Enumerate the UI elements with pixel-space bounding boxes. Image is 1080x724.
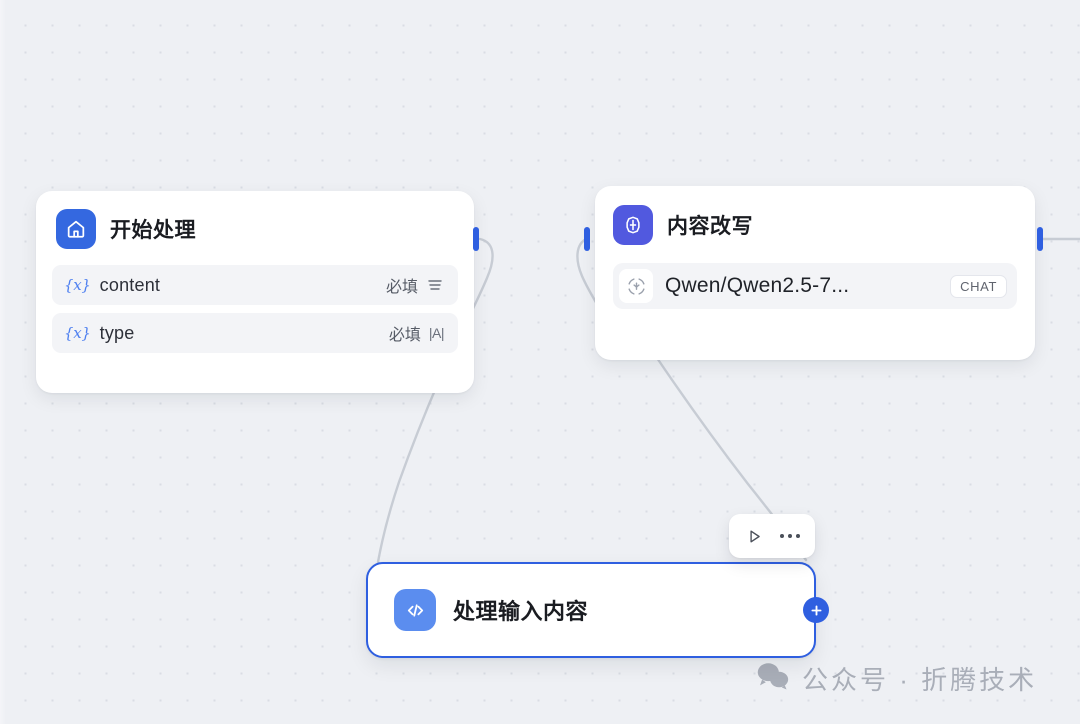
code-icon <box>394 589 436 631</box>
node-llm-title: 内容改写 <box>667 215 753 238</box>
watermark-text: 公众号 · 折腾技术 <box>802 665 1038 695</box>
ellipsis-icon <box>779 533 801 539</box>
variable-meta: 必填 <box>386 273 444 297</box>
add-node-button[interactable] <box>803 597 829 623</box>
node-start[interactable]: 开始处理 {x} content 必填 { <box>36 191 474 393</box>
run-node-button[interactable] <box>739 521 769 551</box>
node-start-title: 开始处理 <box>110 219 196 242</box>
variable-row-content[interactable]: {x} content 必填 <box>52 265 458 305</box>
variable-required-label: 必填 <box>385 279 418 296</box>
home-icon <box>56 209 96 249</box>
text-icon: |A| <box>428 325 445 341</box>
model-type-badge: CHAT <box>950 274 1007 298</box>
port-llm-output[interactable] <box>1037 227 1043 251</box>
wechat-icon <box>757 662 789 695</box>
more-options-button[interactable] <box>775 521 805 551</box>
llm-brain-icon <box>613 205 653 245</box>
port-start-output[interactable] <box>473 227 479 251</box>
paragraph-icon <box>426 276 444 294</box>
node-start-header: 开始处理 <box>52 209 458 249</box>
model-provider-icon <box>619 269 653 303</box>
variable-row-type[interactable]: {x} type 必填 |A| <box>52 313 458 353</box>
variable-x-icon: {x} <box>64 324 91 342</box>
node-toolbar[interactable] <box>729 514 815 558</box>
node-llm[interactable]: 内容改写 Qwen/Qwen2.5-7... CHAT <box>595 186 1035 360</box>
watermark: 公众号 · 折腾技术 <box>757 660 1037 697</box>
node-code-title: 处理输入内容 <box>453 599 589 624</box>
node-code[interactable]: 处理输入内容 <box>366 562 829 658</box>
node-llm-header: 内容改写 <box>613 205 1017 245</box>
variable-x-icon: {x} <box>64 276 91 294</box>
variable-required-label: 必填 <box>388 327 421 344</box>
variable-name: content <box>99 274 161 295</box>
variable-name: type <box>99 322 135 343</box>
model-selector-row[interactable]: Qwen/Qwen2.5-7... CHAT <box>613 263 1017 309</box>
model-name: Qwen/Qwen2.5-7... <box>665 274 850 297</box>
start-variable-list: {x} content 必填 {x} type <box>52 265 458 353</box>
port-llm-input[interactable] <box>584 227 590 251</box>
variable-meta: 必填 |A| <box>388 321 445 345</box>
